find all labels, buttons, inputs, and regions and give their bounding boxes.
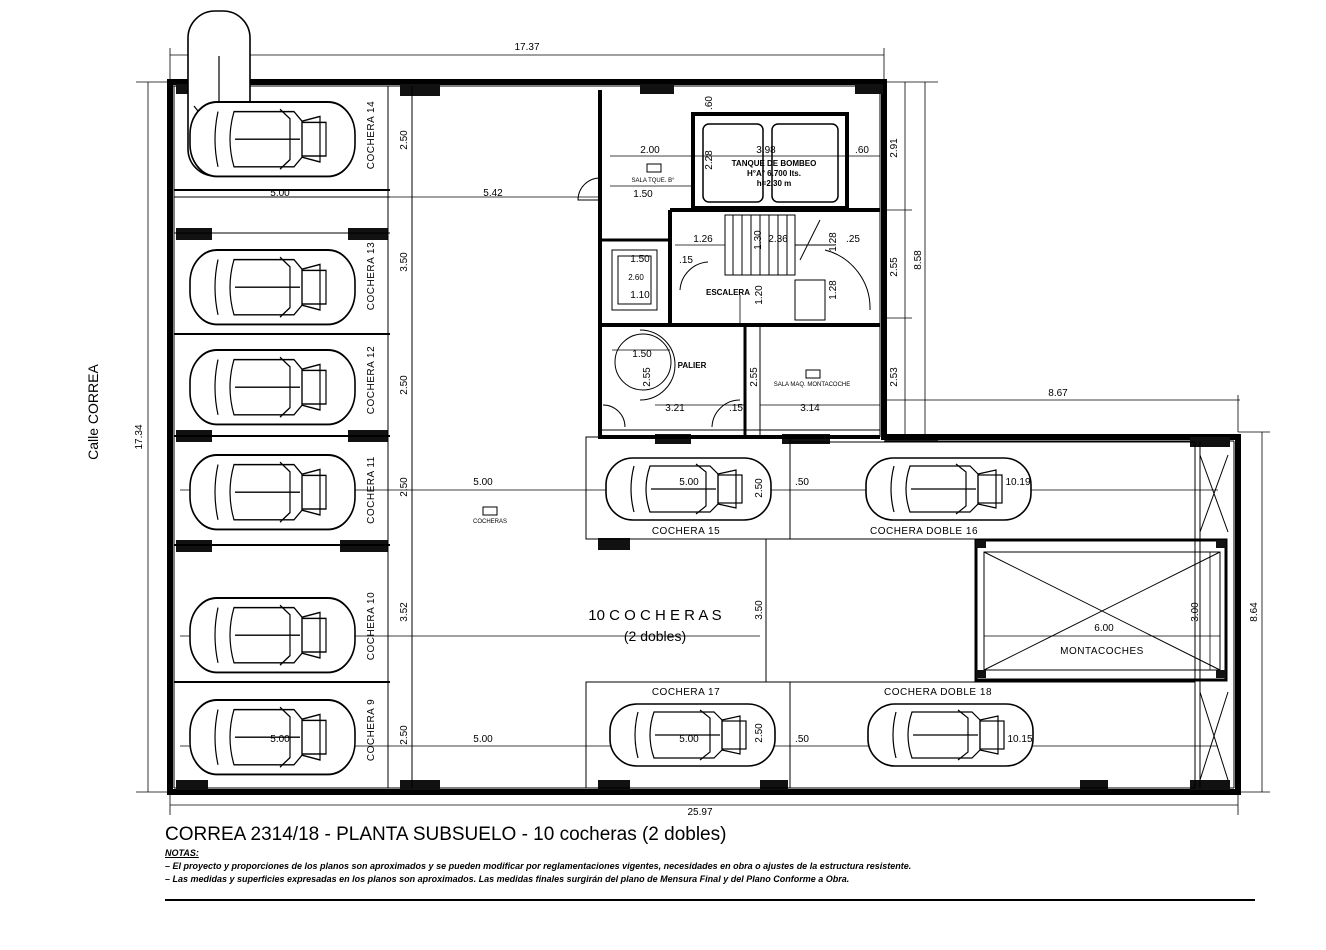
cochera-doble-16: COCHERA DOBLE 16	[870, 526, 978, 537]
dim-top: 17.37	[514, 42, 539, 53]
svg-text:2.50: 2.50	[754, 723, 765, 743]
building-walls	[167, 79, 1241, 795]
cochera-11: COCHERA 11	[366, 456, 377, 524]
montacoches	[974, 538, 1228, 682]
svg-text:2.55: 2.55	[642, 367, 653, 387]
footer-rule	[165, 899, 1255, 901]
escalera-label: ESCALERA	[706, 288, 750, 297]
svg-text:.50: .50	[795, 477, 809, 488]
svg-text:.60: .60	[855, 145, 869, 156]
svg-text:3.98: 3.98	[756, 145, 776, 156]
dim-bottom: 25.97	[687, 807, 712, 818]
svg-text:3.21: 3.21	[665, 403, 685, 414]
svg-text:5.00: 5.00	[473, 477, 493, 488]
street-label: Calle CORREA	[85, 364, 101, 460]
note-line-1: – El proyecto y proporciones de los plan…	[165, 861, 912, 871]
cochera-12: COCHERA 12	[366, 346, 377, 414]
svg-text:6.00: 6.00	[1094, 623, 1114, 634]
svg-text:3.50: 3.50	[754, 600, 765, 620]
cochera-9: COCHERA 9	[366, 699, 377, 761]
right-bays	[585, 436, 1229, 789]
cochera-doble-18: COCHERA DOBLE 18	[884, 687, 992, 698]
palier-label: PALIER	[678, 361, 707, 370]
tanque-label-3: h=2.30 m	[757, 179, 791, 188]
svg-text:2.60: 2.60	[628, 273, 644, 282]
svg-text:2.00: 2.00	[640, 145, 660, 156]
svg-text:10.15: 10.15	[1007, 734, 1032, 745]
svg-text:.60: .60	[704, 96, 715, 110]
space-labels: COCHERA 14 COCHERA 13 COCHERA 12 COCHERA…	[85, 101, 1144, 761]
svg-text:2.50: 2.50	[754, 478, 765, 498]
svg-text:1.28: 1.28	[828, 232, 839, 252]
cochera-14: COCHERA 14	[366, 101, 377, 169]
sala-tanque-label: SALA TQUE. B°	[632, 178, 676, 184]
cochera-10: COCHERA 10	[366, 592, 377, 660]
svg-text:5.00: 5.00	[679, 477, 699, 488]
note-line-2: – Las medidas y superficies expresadas e…	[165, 874, 850, 884]
svg-text:2.53: 2.53	[889, 367, 900, 387]
svg-text:1.10: 1.10	[630, 290, 650, 301]
svg-text:1.30: 1.30	[753, 230, 764, 250]
stair	[611, 214, 835, 321]
center-subtitle: (2 dobles)	[624, 628, 686, 644]
svg-text:.25: .25	[846, 234, 860, 245]
svg-text:5.42: 5.42	[483, 188, 503, 199]
svg-text:5.00: 5.00	[679, 734, 699, 745]
svg-text:3.14: 3.14	[800, 403, 820, 414]
sala-maq-label: SALA MAQ. MONTACOCHE	[774, 382, 851, 388]
service-core	[577, 90, 880, 439]
svg-text:2.50: 2.50	[399, 375, 410, 395]
svg-text:1.50: 1.50	[630, 254, 650, 265]
svg-text:5.00: 5.00	[270, 188, 290, 199]
center-title: 10 C O C H E R A S	[588, 607, 721, 624]
tanque-label-1: TANQUE DE BOMBEO	[732, 159, 817, 168]
svg-text:1.26: 1.26	[693, 234, 713, 245]
svg-text:1.28: 1.28	[828, 280, 839, 300]
dimension-labels: 17.37 25.97 17.34 8.58 8.64 8.67 2.50 3.…	[134, 42, 1260, 818]
svg-text:2.28: 2.28	[704, 150, 715, 170]
tanque-label-2: H°A° 6.700 lts.	[747, 169, 801, 178]
svg-text:3.50: 3.50	[399, 252, 410, 272]
svg-text:3.00: 3.00	[1190, 602, 1201, 622]
svg-text:1.20: 1.20	[754, 285, 765, 305]
svg-text:5.00: 5.00	[473, 734, 493, 745]
dim-left: 17.34	[134, 424, 145, 449]
svg-text:5.00: 5.00	[270, 734, 290, 745]
svg-text:.15: .15	[729, 403, 743, 414]
plan-title: CORREA 2314/18 - PLANTA SUBSUELO - 10 co…	[165, 824, 727, 845]
footer: CORREA 2314/18 - PLANTA SUBSUELO - 10 co…	[165, 823, 1255, 886]
cochera-13: COCHERA 13	[366, 242, 377, 310]
svg-text:.50: .50	[795, 734, 809, 745]
svg-text:2.55: 2.55	[749, 367, 760, 387]
svg-text:3.52: 3.52	[399, 602, 410, 622]
dim-right-upper: 8.58	[913, 250, 924, 270]
cochera-15: COCHERA 15	[652, 526, 720, 537]
montacoches-label: MONTACOCHES	[1060, 646, 1144, 657]
svg-text:2.91: 2.91	[889, 138, 900, 158]
cochera-17: COCHERA 17	[652, 687, 720, 698]
svg-text:2.55: 2.55	[889, 257, 900, 277]
svg-text:10.19: 10.19	[1005, 477, 1030, 488]
svg-text:2.36: 2.36	[768, 234, 788, 245]
svg-text:.15: .15	[679, 255, 693, 266]
dim-right-lower: 8.64	[1249, 602, 1260, 622]
svg-text:2.50: 2.50	[399, 477, 410, 497]
svg-text:1.50: 1.50	[633, 189, 653, 200]
svg-text:1.50: 1.50	[632, 349, 652, 360]
notes-heading: NOTAS:	[165, 848, 199, 858]
dim-ext-top: 8.67	[1048, 388, 1068, 399]
svg-text:2.50: 2.50	[399, 130, 410, 150]
svg-text:2.50: 2.50	[399, 725, 410, 745]
cocheras-small-label: COCHERAS	[473, 519, 507, 525]
